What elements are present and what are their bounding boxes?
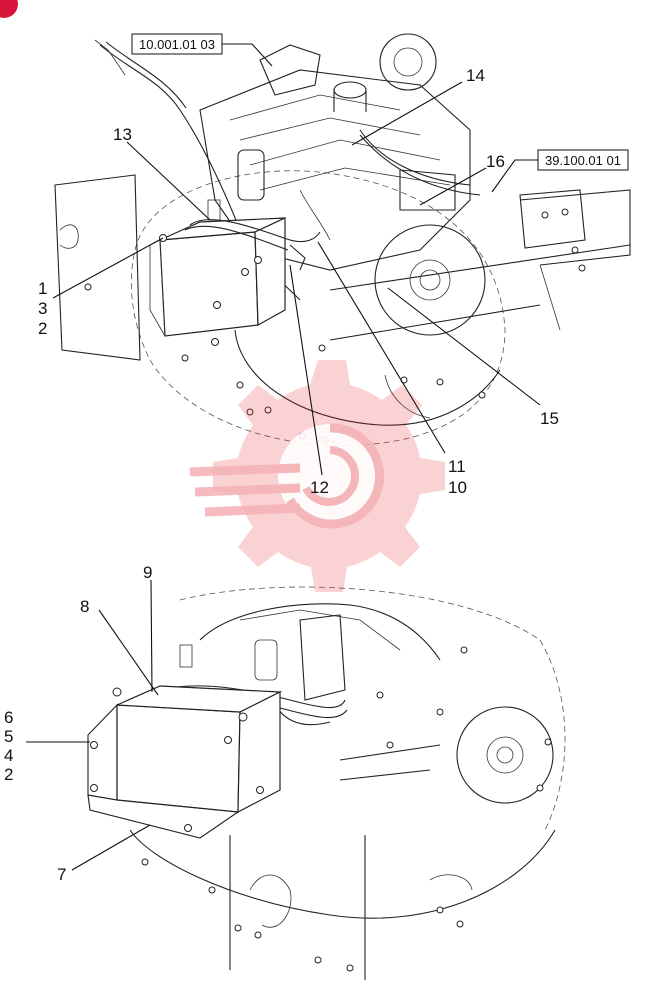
callout-5: 5 [4,727,13,746]
callout-4: 4 [4,746,13,765]
callout-8: 8 [80,597,89,616]
callout-7: 7 [57,865,66,884]
callout-13: 13 [113,125,132,144]
reference-box-text: 39.100.01 01 [545,153,621,168]
top-engine-illustration [54,33,631,446]
callout-1: 1 [38,279,47,298]
callout-15: 15 [540,409,559,428]
reference-box-top-right[interactable]: 39.100.01 01 [537,149,629,171]
callout-16: 16 [486,152,505,171]
callout-11: 11 [448,457,466,476]
leader-lines [26,81,541,871]
watermark-arcs [189,423,385,529]
callout-6: 6 [4,708,13,727]
reference-box-text: 10.001.01 03 [139,37,215,52]
callout-2-top: 2 [38,319,47,338]
reference-box-top-left[interactable]: 10.001.01 03 [131,33,223,55]
callout-3: 3 [38,299,47,318]
callout-9: 9 [143,563,152,582]
callout-12: 12 [310,478,329,497]
callout-2-bottom: 2 [4,765,13,784]
bottom-engine-illustration [87,586,566,980]
callout-10: 10 [448,478,467,497]
callout-14: 14 [466,66,485,85]
corner-badge-icon [0,0,18,18]
callout-labels: 1 3 2 13 14 16 15 11 10 12 9 8 6 5 4 2 7 [4,66,559,884]
